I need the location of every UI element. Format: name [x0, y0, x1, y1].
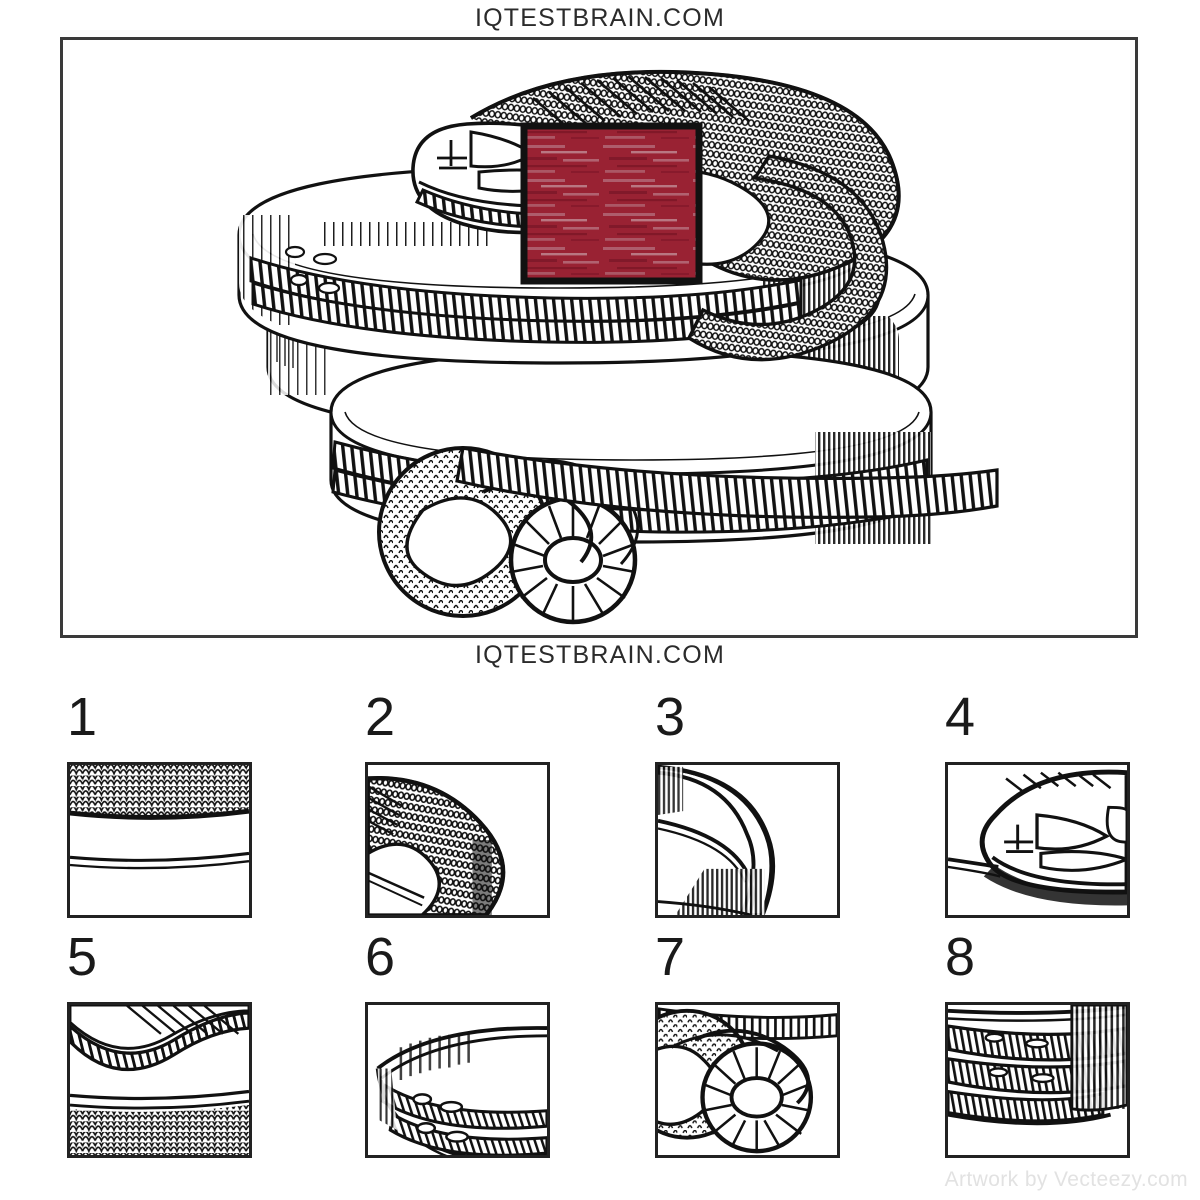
option-3-art — [658, 765, 837, 915]
page-caption: IQTESTBRAIN.COM — [475, 641, 725, 669]
option-6-art — [368, 1005, 547, 1155]
option-6-number: 6 — [365, 927, 396, 987]
option-8-art — [948, 1005, 1127, 1155]
page-title: IQTESTBRAIN.COM — [475, 4, 725, 32]
snake-rings-illustration — [237, 69, 999, 625]
answer-options: 1 — [0, 690, 1200, 1190]
option-7-box[interactable] — [655, 1002, 840, 1158]
snake-eye — [437, 140, 467, 170]
option-7-art — [658, 1005, 837, 1155]
eye-icon — [1004, 824, 1034, 853]
snake-body-right — [686, 154, 889, 362]
option-3-box[interactable] — [655, 762, 840, 918]
option-5-number: 5 — [67, 927, 98, 987]
missing-piece-red-square[interactable] — [520, 122, 703, 285]
option-7-number: 7 — [655, 927, 686, 987]
option-4-number: 4 — [945, 687, 976, 747]
vecteezy-watermark: Artwork by Vecteezy.com — [944, 1168, 1188, 1191]
option-3-number: 3 — [655, 687, 686, 747]
option-8-number: 8 — [945, 927, 976, 987]
snake-tail-coil — [377, 446, 999, 625]
option-2-box[interactable] — [365, 762, 550, 918]
tail-spiral-icon — [700, 1041, 814, 1154]
option-1-art — [70, 765, 249, 915]
option-2-art — [368, 765, 547, 915]
tail-spiral-disc — [508, 495, 638, 625]
option-8-box[interactable] — [945, 1002, 1130, 1158]
option-1-number: 1 — [67, 687, 98, 747]
main-illustration-frame — [60, 37, 1138, 638]
option-6-box[interactable] — [365, 1002, 550, 1158]
option-4-art — [948, 765, 1127, 915]
option-5-box[interactable] — [67, 1002, 252, 1158]
option-5-art — [70, 1005, 249, 1155]
option-1-box[interactable] — [67, 762, 252, 918]
option-2-number: 2 — [365, 687, 396, 747]
option-4-box[interactable] — [945, 762, 1130, 918]
